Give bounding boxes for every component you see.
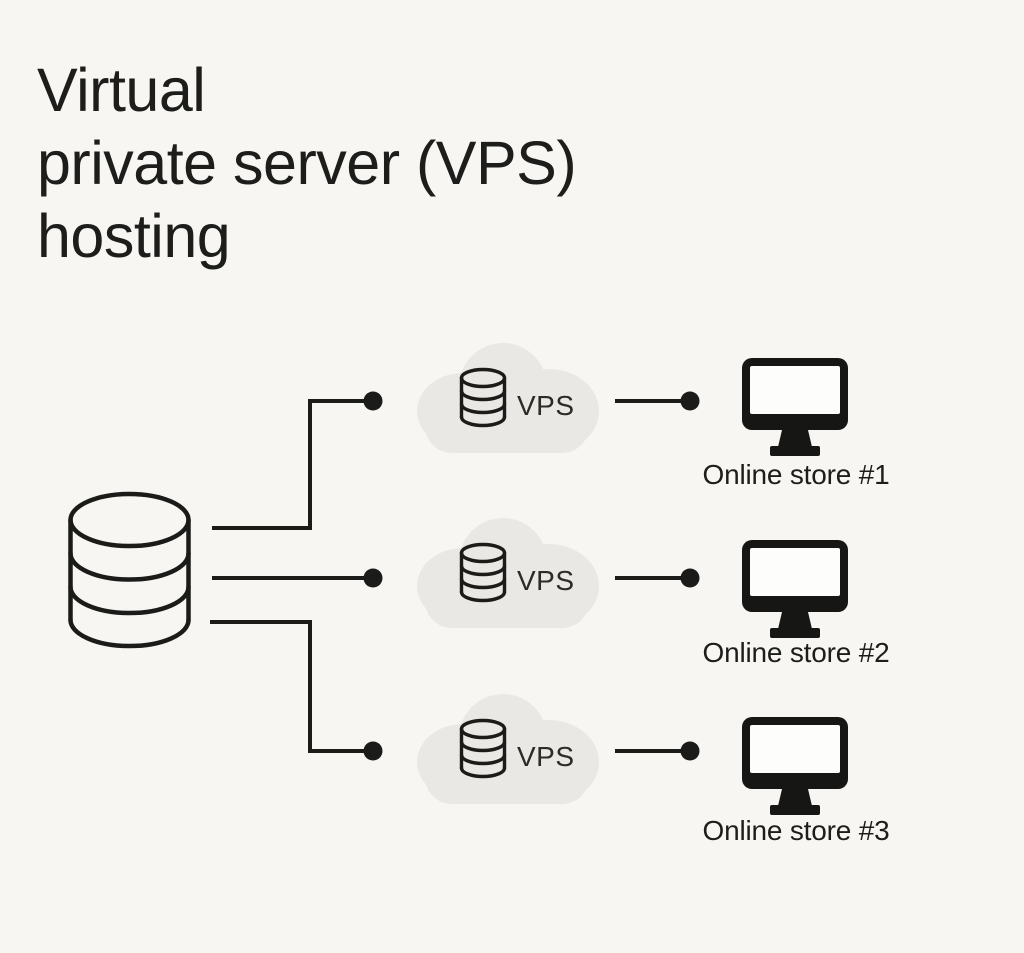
connector-db-to-cloud1: [212, 399, 364, 530]
store-label-2: Online store #2: [702, 637, 890, 668]
vps-cloud-1: VPS: [411, 341, 603, 456]
dot-cloud1-in: [363, 391, 383, 411]
page-title: Virtual private server (VPS) hosting: [37, 54, 577, 273]
monitor-icon: [742, 540, 848, 638]
vps-cloud-2: VPS: [411, 516, 603, 631]
online-store-monitor-2: [740, 538, 850, 639]
vps-node-content: VPS: [459, 367, 575, 429]
vps-database-icon: [459, 718, 507, 779]
vps-label: VPS: [517, 565, 575, 596]
database-server-icon: [66, 490, 193, 652]
vps-node-content: VPS: [459, 542, 575, 604]
vps-database-icon: [459, 542, 507, 603]
store-label-3: Online store #3: [702, 815, 890, 846]
vps-cloud-3: VPS: [411, 692, 603, 807]
title-line-2: private server (VPS): [37, 129, 577, 197]
dot-store2-in: [680, 568, 700, 588]
store-label-1: Online store #1: [702, 459, 890, 490]
dot-store3-in: [680, 741, 700, 761]
vps-database-icon: [459, 367, 507, 428]
dot-cloud2-in: [363, 568, 383, 588]
monitor-icon: [742, 358, 848, 456]
vps-node-content: VPS: [459, 718, 575, 780]
monitor-icon: [742, 717, 848, 815]
online-store-monitor-3: [740, 715, 850, 816]
title-line-1: Virtual: [37, 56, 206, 124]
connector-db-to-cloud3: [210, 620, 364, 753]
vps-label: VPS: [517, 390, 575, 421]
dot-cloud3-in: [363, 741, 383, 761]
title-line-3: hosting: [37, 202, 231, 270]
online-store-monitor-1: [740, 356, 850, 457]
dot-store1-in: [680, 391, 700, 411]
vps-label: VPS: [517, 741, 575, 772]
